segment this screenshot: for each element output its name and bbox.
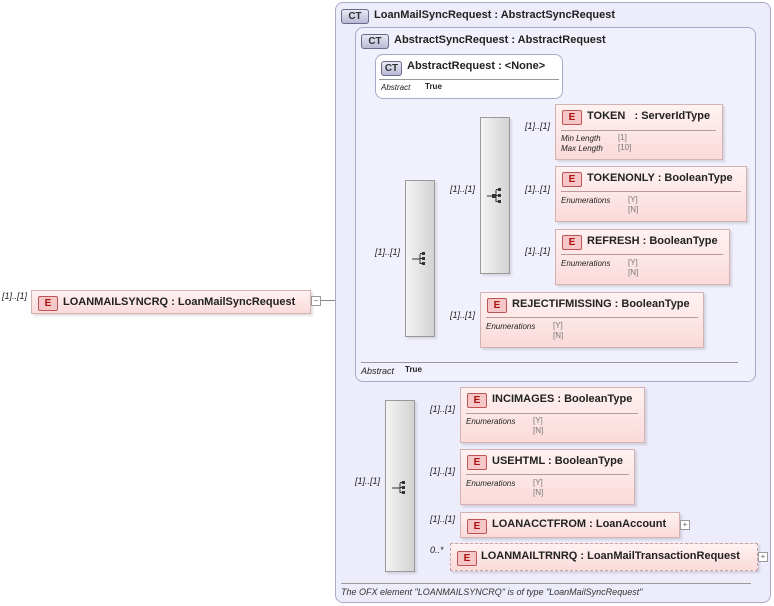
cardinality-mid-seq: [1]..[1] (375, 247, 401, 257)
abstract-value: True (425, 82, 442, 91)
enumeration-value: [N] (533, 426, 544, 435)
enumeration-value: [Y] (628, 258, 638, 267)
element-badge: E (562, 235, 582, 250)
enumeration-value: [N] (628, 268, 639, 277)
element-incimages[interactable]: E INCIMAGES : BooleanType Enumerations [… (460, 387, 645, 443)
element-badge: E (562, 110, 582, 125)
element-tokenonly[interactable]: E TOKENONLY : BooleanType Enumerations [… (555, 166, 747, 222)
enumeration-value: [Y] (533, 478, 543, 487)
element-badge: E (38, 296, 58, 311)
collapse-toggle-icon[interactable]: − (311, 296, 321, 306)
element-title: TOKENONLY : BooleanType (587, 172, 733, 184)
element-badge: E (562, 172, 582, 187)
sequence-compositor-mid[interactable] (405, 180, 435, 337)
cardinality-loanmailtrnrq: 0..* (430, 545, 444, 555)
element-loanacctfrom[interactable]: E LOANACCTFROM : LoanAccount (460, 512, 680, 538)
connector-root-to-type (310, 300, 345, 301)
choice-icon (487, 188, 501, 203)
element-badge: E (467, 393, 487, 408)
cardinality-usehtml: [1]..[1] (430, 466, 456, 476)
root-cardinality: [1]..[1] (2, 291, 28, 301)
element-loanmailtrnrq[interactable]: E LOANMAILTRNRQ : LoanMailTransactionReq… (450, 543, 758, 571)
cardinality-tokenonly: [1]..[1] (525, 184, 551, 194)
root-element-loanmailsyncrq[interactable]: E LOANMAILSYNCRQ : LoanMailSyncRequest (31, 290, 311, 314)
type-description-footer: The OFX element "LOANMAILSYNCRQ" is of t… (341, 587, 643, 597)
enumerations-label: Enumerations (466, 417, 516, 426)
cardinality-outer-seq: [1]..[1] (355, 476, 381, 486)
root-element-type: LoanMailSyncRequest (177, 296, 296, 308)
element-separator (466, 474, 629, 475)
element-title: LOANACCTFROM : LoanAccount (492, 518, 667, 530)
expand-icon[interactable]: + (758, 552, 768, 562)
sequence-icon (412, 252, 425, 265)
enumerations-label: Enumerations (466, 479, 516, 488)
element-separator (466, 413, 638, 414)
element-badge: E (467, 455, 487, 470)
element-separator (486, 317, 698, 318)
enumeration-value: [Y] (628, 195, 638, 204)
abstract-value: True (405, 365, 422, 374)
cardinality-refresh: [1]..[1] (525, 246, 551, 256)
element-rejectifmissing[interactable]: E REJECTIFMISSING : BooleanType Enumerat… (480, 292, 704, 348)
element-title: REJECTIFMISSING : BooleanType (512, 298, 690, 310)
enumerations-label: Enumerations (486, 322, 536, 331)
cardinality-rejectifmissing: [1]..[1] (450, 310, 476, 320)
facet-label: Min Length (561, 134, 601, 143)
complex-type-badge: CT (361, 34, 389, 49)
abstract-label: Abstract (361, 366, 395, 376)
element-separator (561, 254, 723, 255)
footer-separator (341, 583, 751, 584)
element-usehtml[interactable]: E USEHTML : BooleanType Enumerations [Y]… (460, 449, 635, 505)
complex-type-badge: CT (381, 61, 402, 76)
element-badge: E (457, 551, 477, 566)
enumeration-value: [N] (553, 331, 564, 340)
facet-value: [1] (618, 133, 627, 142)
element-token[interactable]: E TOKEN : ServerIdType Min Length [1] Ma… (555, 104, 723, 160)
enumerations-label: Enumerations (561, 196, 611, 205)
expand-icon[interactable]: + (680, 520, 690, 530)
element-title: USEHTML : BooleanType (492, 455, 623, 467)
complex-type-title: LoanMailSyncRequest : AbstractSyncReques… (374, 9, 616, 21)
root-element-type-separator: : (168, 296, 178, 308)
root-element-name: LOANMAILSYNCRQ (63, 296, 169, 308)
element-title: TOKEN : ServerIdType (587, 110, 711, 122)
facet-label: Max Length (561, 144, 603, 153)
element-title: LOANMAILTRNRQ : LoanMailTransactionReque… (481, 550, 740, 562)
enumeration-value: [N] (628, 205, 639, 214)
abstract-separator (361, 362, 738, 363)
element-separator (561, 191, 741, 192)
enumerations-label: Enumerations (561, 259, 611, 268)
cardinality-choice: [1]..[1] (450, 184, 476, 194)
root-element-title: LOANMAILSYNCRQ : LoanMailSyncRequest (63, 296, 295, 308)
complex-type-title: AbstractRequest : <None> (407, 60, 546, 72)
sequence-icon (392, 481, 405, 494)
enumeration-value: [Y] (533, 416, 543, 425)
cardinality-incimages: [1]..[1] (430, 404, 456, 414)
complex-type-title: AbstractSyncRequest : AbstractRequest (394, 34, 606, 46)
enumeration-value: [N] (533, 488, 544, 497)
cardinality-loanacctfrom: [1]..[1] (430, 514, 456, 524)
abstract-label: Abstract (381, 83, 411, 92)
element-badge: E (487, 298, 507, 313)
element-badge: E (467, 519, 487, 534)
complex-type-abstractrequest: CT AbstractRequest : <None> Abstract Tru… (375, 54, 563, 99)
element-title: INCIMAGES : BooleanType (492, 393, 633, 405)
choice-compositor[interactable] (480, 117, 510, 274)
cardinality-token: [1]..[1] (525, 121, 551, 131)
enumeration-value: [Y] (553, 321, 563, 330)
element-refresh[interactable]: E REFRESH : BooleanType Enumerations [Y]… (555, 229, 730, 285)
abstract-separator (379, 79, 559, 80)
complex-type-badge: CT (341, 9, 369, 24)
sequence-compositor-outer[interactable] (385, 400, 415, 572)
facet-value: [10] (618, 143, 632, 152)
element-title: REFRESH : BooleanType (587, 235, 718, 247)
element-separator (561, 130, 716, 131)
